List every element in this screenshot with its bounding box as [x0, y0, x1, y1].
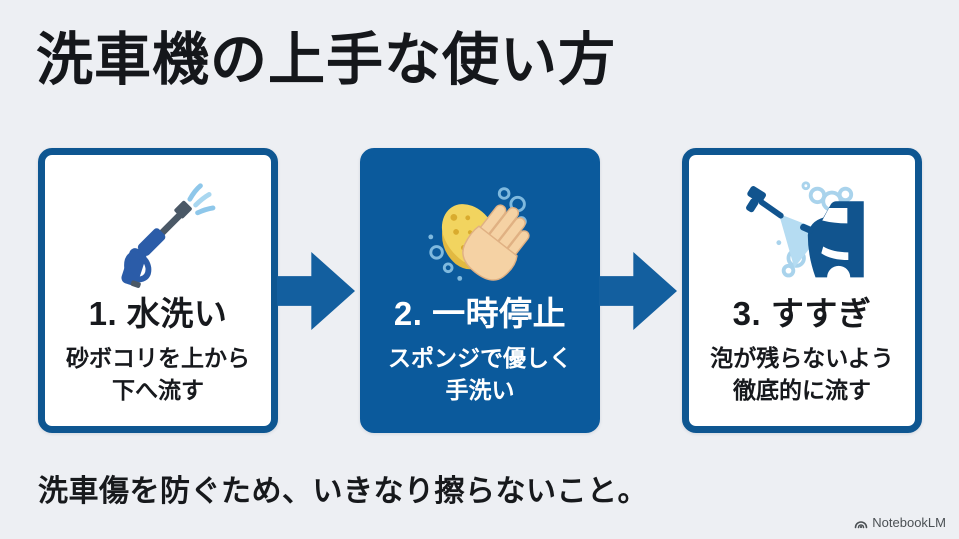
step-3-heading: 3. すすぎ: [732, 295, 872, 332]
spray-gun-icon: [100, 177, 216, 291]
step-3-description: 泡が残らないよう 徹底的に流す: [710, 344, 894, 404]
step-2-heading: 2. 一時停止: [393, 295, 567, 332]
step-2-description: スポンジで優しく 手洗い: [388, 344, 572, 404]
step-card-3: 3. すすぎ 泡が残らないよう 徹底的に流す: [682, 148, 922, 433]
step-1-description: 砂ボコリを上から 下へ流す: [66, 344, 250, 404]
car-rinse-icon: [740, 177, 864, 291]
footer-note: 洗車傷を防ぐため、いきなり擦らないこと。: [38, 475, 648, 508]
page-title: 洗車機の上手な使い方: [36, 28, 616, 92]
step-1-heading: 1. 水洗い: [88, 295, 228, 332]
notebooklm-logo-icon: [854, 520, 868, 528]
sponge-hand-wash-icon: [419, 177, 541, 291]
step-card-2: 2. 一時停止 スポンジで優しく 手洗い: [360, 148, 600, 433]
watermark: NotebookLM: [854, 515, 946, 530]
step-card-1: 1. 水洗い 砂ボコリを上から 下へ流す: [38, 148, 278, 433]
arrow-right-icon: [599, 252, 677, 330]
arrow-right-icon: [277, 252, 355, 330]
watermark-label: NotebookLM: [872, 515, 946, 530]
